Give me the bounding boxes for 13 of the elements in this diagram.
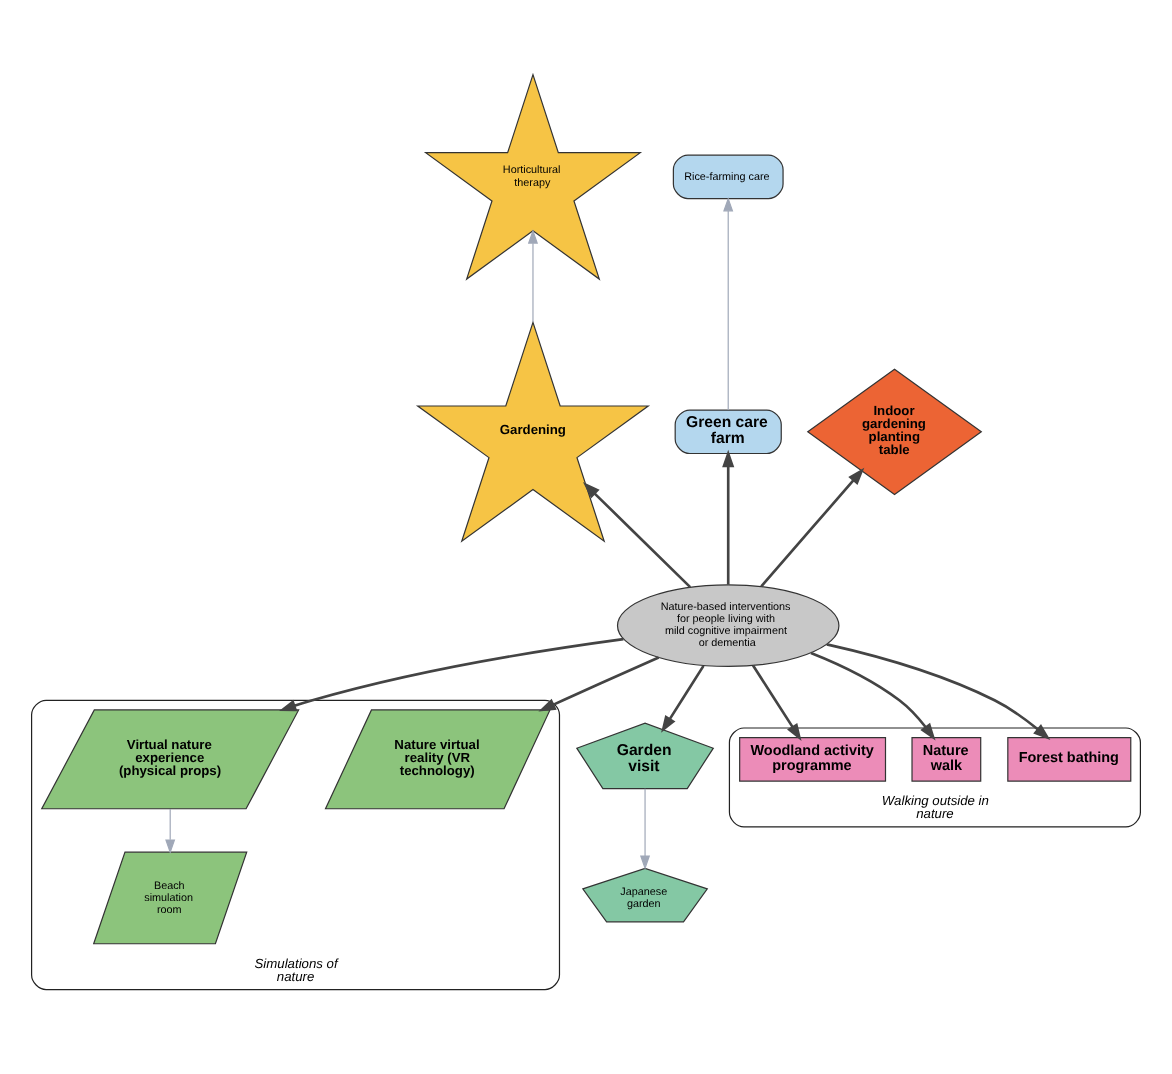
arrow bbox=[538, 656, 660, 712]
arrow bbox=[278, 637, 624, 712]
arrow bbox=[582, 482, 692, 589]
arrow bbox=[661, 665, 705, 733]
arrow bbox=[640, 788, 651, 870]
arrow bbox=[751, 664, 802, 741]
arrow bbox=[527, 229, 539, 323]
arrow bbox=[810, 651, 936, 741]
arrow bbox=[165, 808, 176, 854]
arrow bbox=[760, 467, 865, 588]
arrow bbox=[723, 196, 734, 411]
arrow bbox=[722, 449, 735, 585]
arrow bbox=[826, 643, 1051, 740]
